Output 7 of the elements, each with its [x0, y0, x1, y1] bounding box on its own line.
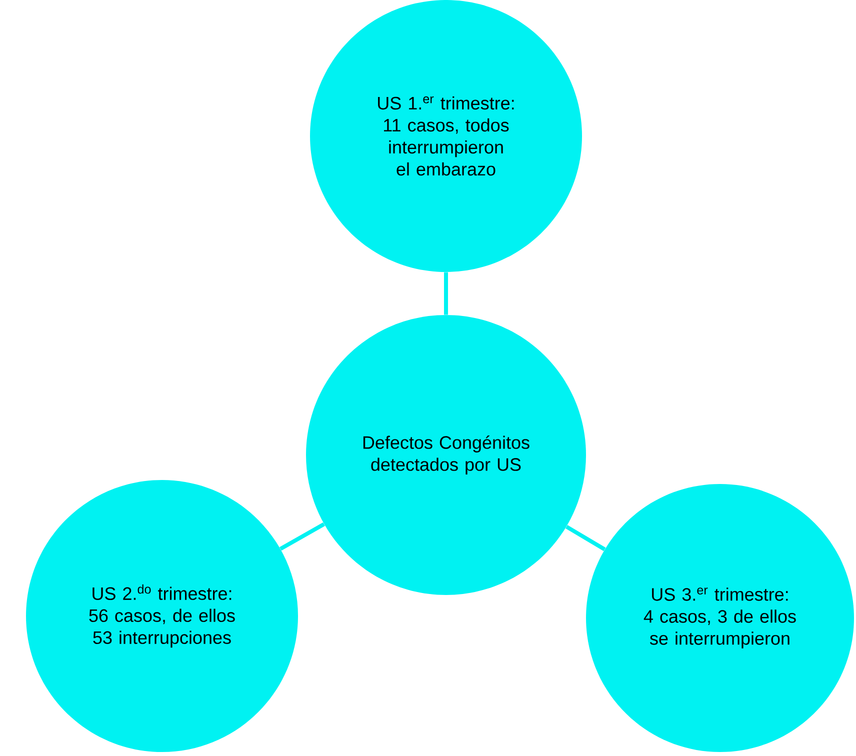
circle-node: US 1.$^{er}$ trimestre: 11 casos, todos interrumpieron el embarazo	[310, 0, 582, 272]
circle-node: US 2.$^{do}$ trimestre: 56 casos, de ellos 53 interrupciones	[26, 480, 298, 752]
connector-line	[444, 272, 448, 315]
connector-line	[280, 522, 326, 551]
connector-line	[565, 524, 606, 552]
circle-node: Defectos Congénitos detectados por US	[306, 315, 586, 595]
circle-node: US 3.$^{er}$ trimestre: 4 casos, 3 de ellos se interrumpieron	[586, 484, 854, 752]
